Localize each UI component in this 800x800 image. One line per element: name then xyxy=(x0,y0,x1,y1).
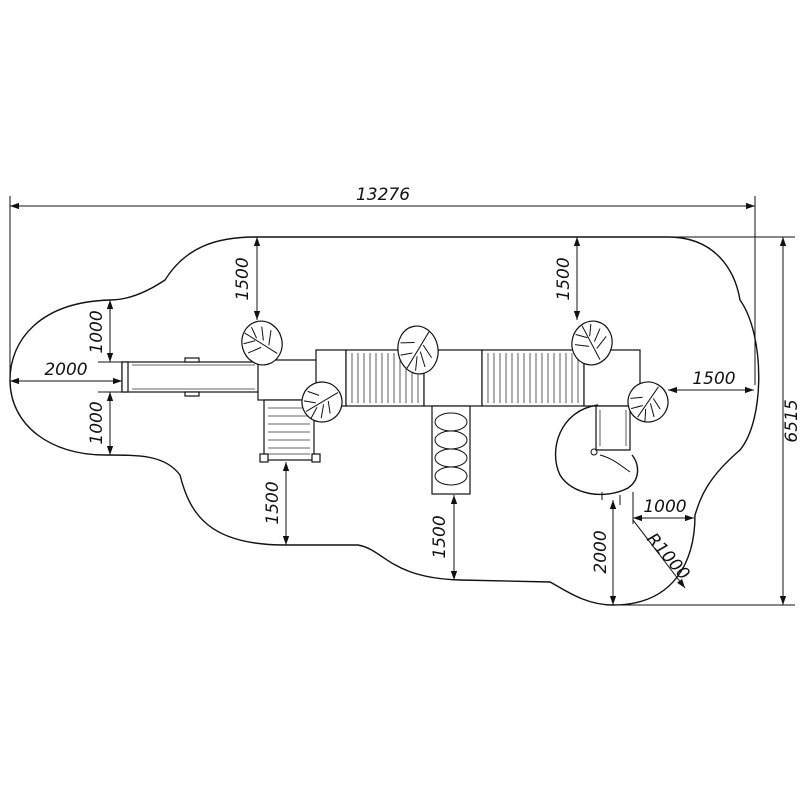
hoop-ladder xyxy=(431,405,471,495)
right-clearance-dimension: 1500 xyxy=(668,369,754,394)
leaf-decoration-3 xyxy=(397,325,439,375)
right-bottom-offset-label: 2000 xyxy=(591,530,611,573)
right-clearance-label: 1500 xyxy=(692,369,735,389)
bridge-2 xyxy=(481,349,585,407)
corner-radius-dimension: R1000 xyxy=(632,519,693,589)
spiral-slide xyxy=(554,404,639,505)
leaf-decoration-2 xyxy=(301,381,343,423)
stair-clearance-label: 1500 xyxy=(263,481,283,524)
slide-clearance-label: 2000 xyxy=(44,360,87,380)
slide-clearance-dimension: 2000 xyxy=(10,360,122,385)
corner-radius-label: R1000 xyxy=(642,529,693,584)
stair-clearance-dimension: 1500 xyxy=(263,462,290,545)
leaf-decoration-5 xyxy=(627,381,669,423)
left-upper-offset-label: 1000 xyxy=(87,310,107,353)
right-bottom-width-dimension: 1000 xyxy=(632,492,694,524)
top-left-clearance-dimension: 1500 xyxy=(233,237,261,320)
overall-depth-dimension: 6515 xyxy=(258,236,800,606)
ladder-clearance-dimension: 1500 xyxy=(430,495,458,580)
safety-zone-outline xyxy=(9,236,760,606)
overall-width-label: 13276 xyxy=(356,185,410,205)
slide xyxy=(121,357,263,397)
left-lower-offset-dimension: 1000 xyxy=(87,391,125,455)
right-bottom-offset-dimension: 2000 xyxy=(591,500,617,605)
left-lower-offset-label: 1000 xyxy=(87,401,107,444)
overall-depth-label: 6515 xyxy=(782,399,800,442)
top-right-clearance-label: 1500 xyxy=(554,257,574,300)
top-right-clearance-dimension: 1500 xyxy=(554,237,581,320)
right-bottom-width-label: 1000 xyxy=(643,497,686,517)
leaf-decoration-1 xyxy=(241,320,283,366)
leaf-decoration-4 xyxy=(571,320,613,366)
top-left-clearance-label: 1500 xyxy=(233,257,253,300)
left-upper-offset-dimension: 1000 xyxy=(87,300,125,363)
ladder-clearance-label: 1500 xyxy=(430,515,450,558)
overall-width-dimension: 13276 xyxy=(9,185,756,385)
